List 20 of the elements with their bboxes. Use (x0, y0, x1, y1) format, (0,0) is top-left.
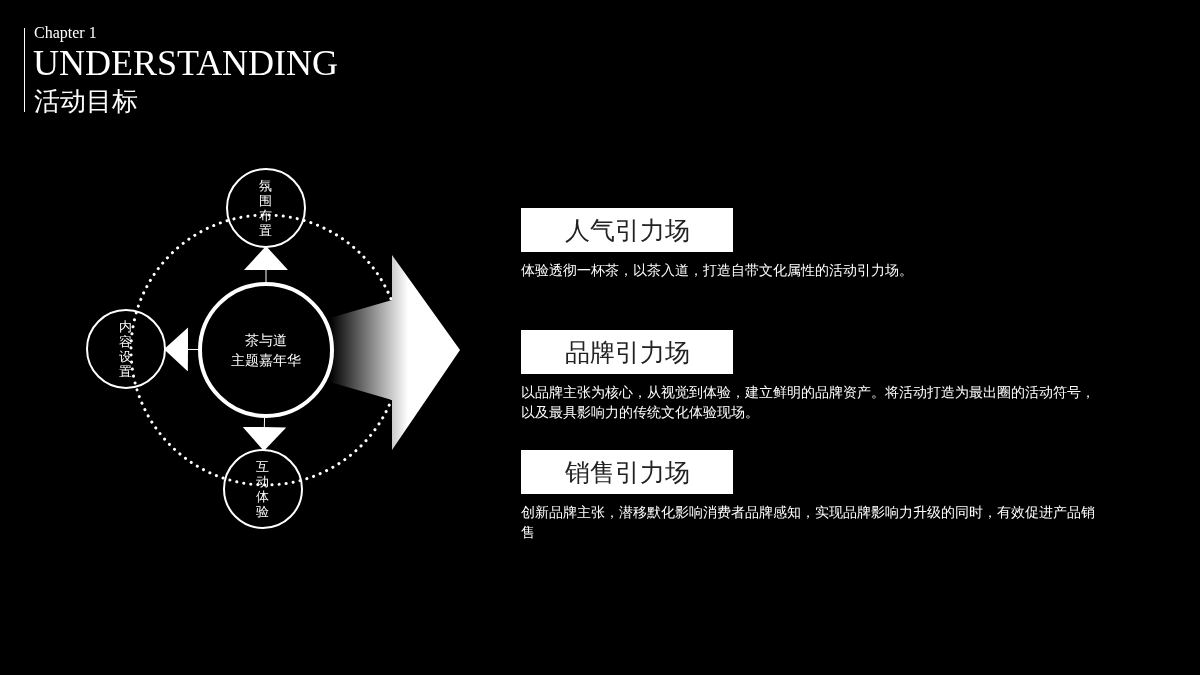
slide-subtitle: 活动目标 (34, 85, 138, 118)
title-banner: 销售引力场 (521, 450, 733, 494)
node-label: 茶与道 (245, 331, 287, 350)
node-label: 内容设置 (119, 319, 133, 379)
arrow (330, 255, 460, 450)
description-text: 创新品牌主张，潜移默化影响消费者品牌感知，实现品牌影响力升级的同时，有效促进产品销售 (521, 503, 1096, 542)
arrow (244, 246, 288, 283)
hub-circle (198, 282, 334, 418)
title-banner: 人气引力场 (521, 208, 733, 252)
arrow (164, 327, 199, 372)
satellite-circle (223, 449, 303, 529)
title-banner: 品牌引力场 (521, 330, 733, 374)
description-text: 体验透彻一杯茶，以茶入道，打造自带文化属性的活动引力场。 (521, 261, 914, 280)
satellite-circle (86, 309, 166, 389)
node-label: 主题嘉年华 (231, 351, 301, 370)
chapter-label: Chapter 1 (34, 24, 97, 42)
description-text: 以品牌主张为核心，从视觉到体验，建立鲜明的品牌资产。将活动打造为最出圈的活动符号，以及最具影响力的传统文化体验现场。 (521, 383, 1096, 422)
satellite-circle (226, 168, 306, 248)
slide-title: UNDERSTANDING (33, 42, 339, 84)
arrow (242, 417, 287, 451)
